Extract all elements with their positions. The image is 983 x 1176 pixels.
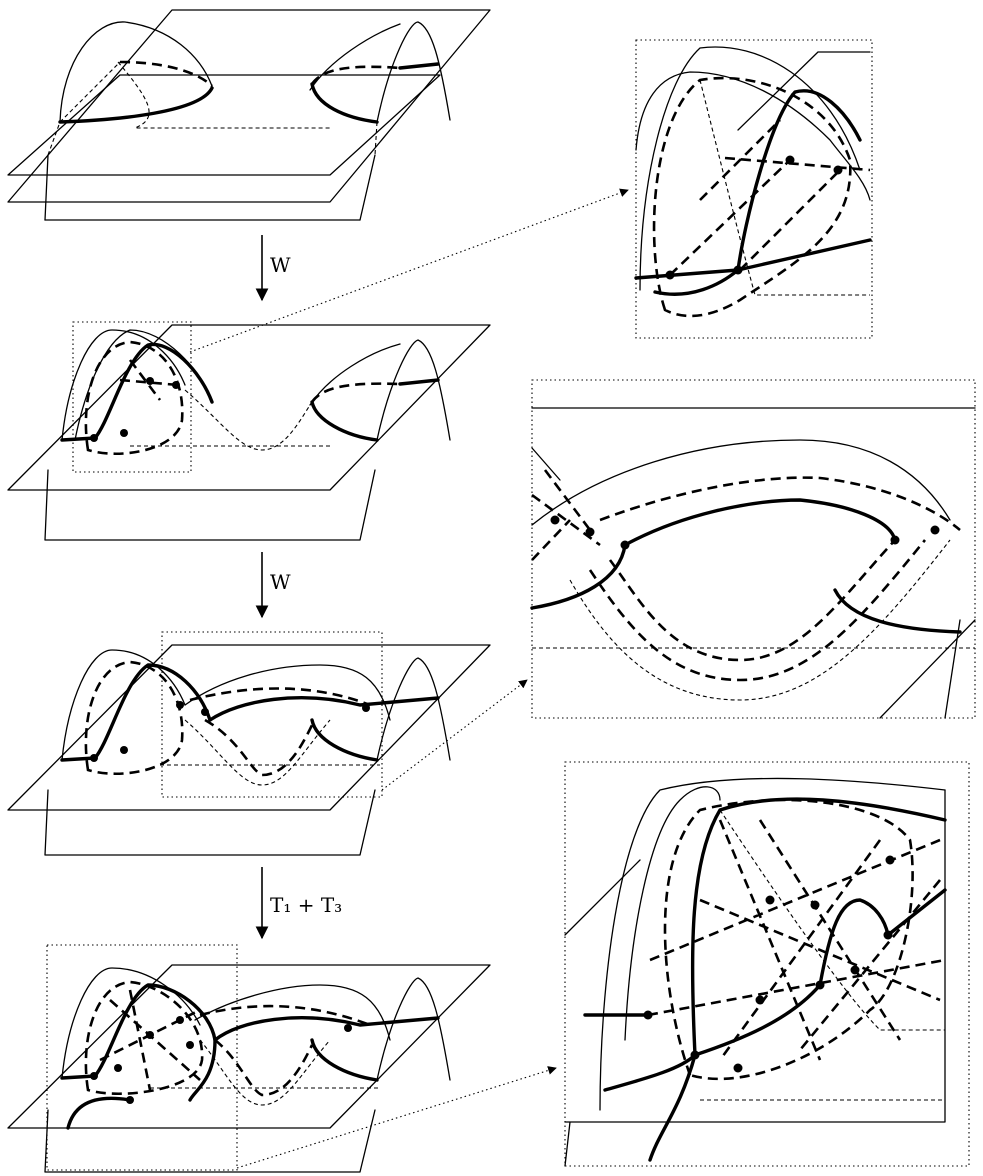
zoom-frame xyxy=(72,321,192,473)
thick-right xyxy=(310,718,379,762)
inset-tube-dashed xyxy=(599,476,961,531)
inset-dashed-loop xyxy=(652,76,852,318)
vertical-sheet xyxy=(359,154,376,221)
zoom-connector-1 xyxy=(189,188,629,353)
left-bump xyxy=(61,649,186,761)
thick-left xyxy=(60,983,217,1102)
sheet xyxy=(44,789,376,856)
dashed-loop xyxy=(84,340,184,456)
surface-panel-3 xyxy=(7,631,491,856)
inset-tube-outer xyxy=(531,439,951,526)
thick-tube xyxy=(208,696,440,722)
inset-frame xyxy=(564,761,970,1167)
inset-frame xyxy=(635,39,873,339)
step-label-3: T₁ + T₃ xyxy=(270,893,342,917)
inset-thick xyxy=(603,797,947,1092)
left-thick-curve xyxy=(58,86,214,124)
inset-frame xyxy=(531,379,976,719)
inset-plane xyxy=(564,789,946,1167)
right-arch xyxy=(376,657,451,761)
inset-dashed-cross xyxy=(669,119,871,276)
back-plane xyxy=(7,964,491,1129)
valley xyxy=(150,1039,380,1106)
dashed-cross xyxy=(119,359,179,401)
zoom-frame xyxy=(161,631,383,798)
front-plane xyxy=(7,74,441,176)
valley xyxy=(130,389,330,451)
step-label-2: W xyxy=(270,570,291,594)
inset-outer-arch xyxy=(639,46,861,291)
left-arch xyxy=(59,21,213,123)
inset-thick-lower xyxy=(693,888,947,1057)
thick-right xyxy=(310,1038,379,1082)
step-arrow-3: T₁ + T₃ xyxy=(255,867,342,940)
dashed-tube xyxy=(199,1004,371,1097)
left-dashed-curve xyxy=(119,60,213,87)
zoom-inset-2 xyxy=(530,379,976,719)
thick-tube xyxy=(213,1016,440,1042)
tube-top xyxy=(194,984,391,1041)
sheet xyxy=(44,1109,376,1173)
right-arch xyxy=(376,21,451,123)
left-bump xyxy=(61,967,201,1079)
right-arch xyxy=(376,339,451,441)
dashed-loop xyxy=(84,660,184,776)
valley xyxy=(160,719,380,786)
inset-valley-dashed xyxy=(588,539,927,682)
inset-thick xyxy=(634,89,862,280)
right-arch xyxy=(376,977,451,1081)
surface-panel-1 xyxy=(7,9,491,221)
thick-left xyxy=(60,663,212,762)
sheet xyxy=(44,469,376,541)
thick-right xyxy=(310,378,440,442)
dashed-mesh xyxy=(84,980,204,1096)
surface-panel-4 xyxy=(7,944,491,1173)
thick-left xyxy=(60,342,214,442)
inset-plane-edge xyxy=(531,447,976,719)
zoom-connectors xyxy=(189,188,629,1169)
inset-thick-bottom xyxy=(653,238,872,296)
left-bump xyxy=(61,329,186,441)
zoom-connector-2 xyxy=(381,679,528,791)
inset-hidden xyxy=(699,79,870,296)
inset-sheet xyxy=(635,51,871,201)
inset-outer-arch xyxy=(599,777,946,1111)
inset-tube-thick xyxy=(530,498,897,610)
step-arrow-2: W xyxy=(255,552,291,619)
inset-left-mesh xyxy=(531,469,601,561)
back-plane xyxy=(7,324,491,491)
hidden-line xyxy=(47,61,378,156)
zoom-frame xyxy=(46,944,238,1171)
inset-dashed-mesh xyxy=(647,798,946,1081)
right-thick-top xyxy=(398,62,440,70)
right-dashed xyxy=(310,382,401,403)
zoom-inset-1 xyxy=(634,39,873,339)
back-plane xyxy=(7,644,491,811)
dashed-tube xyxy=(189,687,371,777)
step-label-1: W xyxy=(270,253,291,277)
right-arch-inner xyxy=(309,23,401,91)
tube-top xyxy=(184,664,391,721)
step-arrow-1: W xyxy=(255,235,291,302)
surface-panel-2 xyxy=(7,321,491,541)
vertical-sheet xyxy=(44,154,49,221)
inset-arch-2 xyxy=(624,786,721,1041)
right-inner xyxy=(309,343,401,406)
right-dashed-curve xyxy=(310,65,401,85)
zoom-connector-3 xyxy=(236,1066,557,1169)
inset-tube-thick-right xyxy=(833,588,962,634)
right-thick-curve xyxy=(310,82,379,124)
inset-hidden xyxy=(700,809,945,1101)
back-plane xyxy=(7,9,491,203)
zoom-inset-3 xyxy=(564,761,970,1167)
thick-bottom xyxy=(66,1096,132,1130)
inset-valley-fine xyxy=(532,539,975,701)
